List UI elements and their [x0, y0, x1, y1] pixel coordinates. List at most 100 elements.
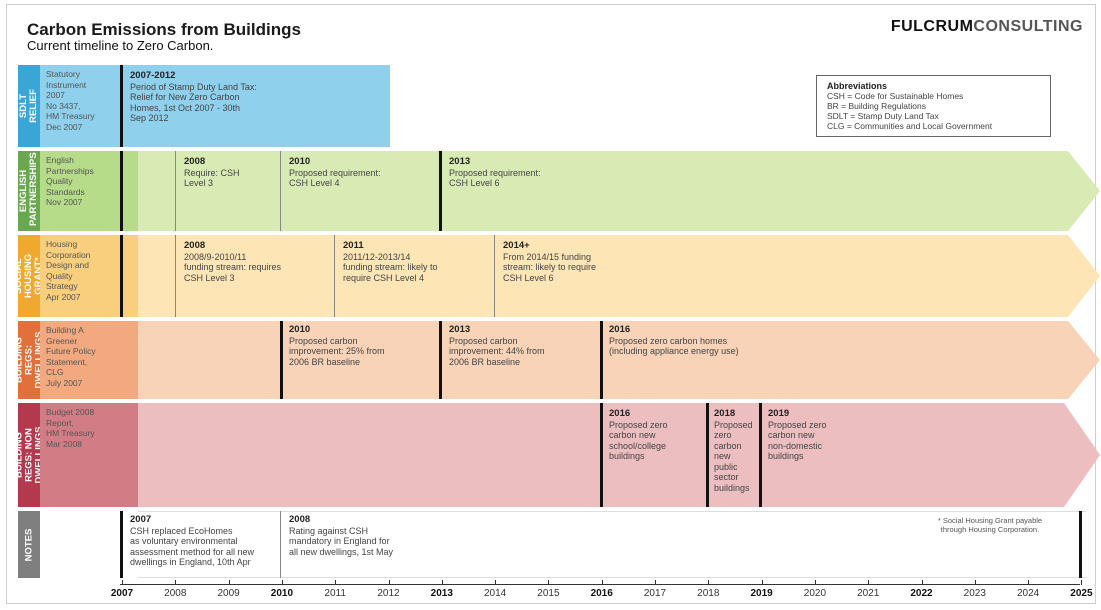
- abbreviation-item: BR = Building Regulations: [827, 101, 926, 111]
- axis-tick: [228, 580, 230, 585]
- timeline-marker: [175, 151, 176, 231]
- timeline-marker: [120, 511, 123, 578]
- page-frame: [6, 4, 1096, 604]
- timeline-marker: [175, 235, 176, 317]
- axis-tick: [548, 580, 550, 585]
- axis-tick: [974, 580, 976, 585]
- row-building-regs-dwellings: BUILDING REGS: DWELLINGS Building A Gree…: [13, 321, 1100, 399]
- row-header: NOTES: [18, 511, 40, 578]
- abbreviations-box: Abbreviations CSH = Code for Sustainable…: [816, 75, 1051, 137]
- timeline-marker: [1079, 511, 1082, 578]
- timeline-marker: [706, 403, 709, 507]
- row-arrow: [138, 235, 1100, 317]
- axis-year-label: 2008: [164, 588, 187, 599]
- abbreviation-item: CSH = Code for Sustainable Homes: [827, 91, 964, 101]
- row-source: Statutory Instrument 2007 No 3437, HM Tr…: [40, 65, 138, 147]
- axis-tick: [122, 580, 123, 585]
- row-sdlt: SDLT RELIEF Statutory Instrument 2007 No…: [18, 65, 390, 147]
- axis-tick: [868, 580, 870, 585]
- axis-tick: [601, 580, 603, 585]
- row-source: Budget 2008 Report, HM Treasury Mar 2008: [40, 403, 138, 507]
- timeline-marker: [759, 403, 762, 507]
- row-header: BUILDING REGS: NON DWELLINGS: [13, 403, 44, 507]
- row-timeline: [138, 65, 390, 147]
- axis-tick: [708, 580, 710, 585]
- timeline-marker: [600, 403, 603, 507]
- timeline-event: 2014+From 2014/15 funding stream: likely…: [503, 240, 597, 283]
- axis-tick: [441, 580, 443, 585]
- company-logo: FULCRUMCONSULTING: [890, 18, 1083, 35]
- axis-year-label: 2010: [270, 588, 294, 599]
- timeline-marker: [280, 511, 281, 578]
- axis-tick: [335, 580, 337, 585]
- row-source: English Partnerships Quality Standards N…: [40, 151, 138, 231]
- row-arrow: [138, 321, 1100, 399]
- axis-tick: [921, 580, 923, 585]
- row-header: BUILDING REGS: DWELLINGS: [13, 321, 44, 399]
- row-source: Building A Greener Future Policy Stateme…: [40, 321, 138, 399]
- footnote: * Social Housing Grant payable through H…: [937, 516, 1043, 534]
- axis-tick: [281, 580, 283, 585]
- row-social-housing-grant: SOCIAL HOUSING GRANT* Housing Corporatio…: [13, 235, 1100, 317]
- row-english-partnerships: ENGLISH PARTNERSHIPS English Partnership…: [18, 151, 1100, 231]
- timeline-marker: [120, 65, 123, 147]
- axis-year-label: 2019: [750, 588, 773, 599]
- page-subtitle: Current timeline to Zero Carbon.: [27, 38, 214, 53]
- timeline-marker: [334, 235, 335, 317]
- axis-year-label: 2020: [803, 588, 827, 599]
- axis-tick: [388, 580, 390, 585]
- axis-tick: [175, 580, 177, 585]
- row-arrow: [138, 151, 1100, 231]
- abbreviation-item: SDLT = Stamp Duty Land Tax: [827, 111, 939, 121]
- axis-year-label: 2021: [857, 588, 880, 599]
- timeline-marker: [280, 151, 281, 231]
- timeline-marker: [439, 321, 442, 399]
- row-timeline: [138, 511, 1086, 578]
- axis-tick: [814, 580, 816, 585]
- row-header: ENGLISH PARTNERSHIPS: [18, 151, 40, 231]
- axis-year-label: 2009: [217, 588, 240, 599]
- axis-year-label: 2022: [910, 588, 933, 599]
- axis-year-label: 2015: [537, 588, 560, 599]
- axis-tick: [1081, 580, 1083, 585]
- axis-year-label: 2007: [110, 588, 134, 599]
- timeline-marker: [494, 235, 495, 317]
- axis-year-label: 2016: [590, 588, 613, 599]
- axis-year-label: 2017: [643, 588, 667, 599]
- row-source: Housing Corporation Design and Quality S…: [40, 235, 138, 317]
- row-header: SOCIAL HOUSING GRANT*: [13, 235, 44, 317]
- page-title: Carbon Emissions from Buildings: [27, 20, 301, 39]
- timeline-marker: [120, 235, 123, 317]
- axis-year-label: 2011: [324, 588, 346, 599]
- axis-year-label: 2025: [1070, 588, 1093, 599]
- axis-year-label: 2023: [963, 588, 986, 599]
- row-arrow: [138, 403, 1100, 507]
- timeline-marker: [600, 321, 603, 399]
- timeline-marker: [439, 151, 442, 231]
- axis-year-label: 2013: [430, 588, 453, 599]
- axis-tick: [655, 580, 656, 585]
- axis-year-label: 2012: [377, 588, 400, 599]
- row-header: SDLT RELIEF: [18, 65, 40, 147]
- axis-tick: [495, 580, 497, 585]
- timeline-marker: [120, 151, 123, 231]
- timeline-marker: [280, 321, 283, 399]
- axis-tick: [1028, 580, 1030, 585]
- axis-year-label: 2018: [697, 588, 720, 599]
- axis-line: [120, 584, 1080, 585]
